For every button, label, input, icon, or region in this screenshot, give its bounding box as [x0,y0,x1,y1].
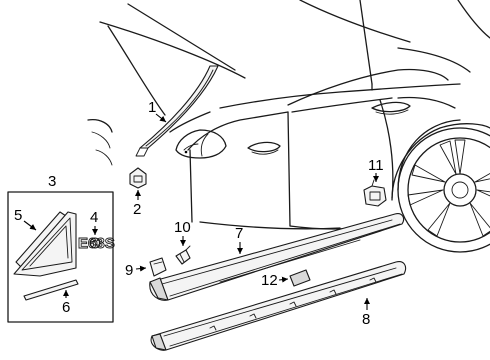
part-2-bracket [129,167,147,189]
vehicle-body-outline [87,0,490,230]
part-7-rocker-panel [149,213,405,301]
part-12-cap [289,269,311,287]
emblem-badge: E63S [78,235,115,252]
part-6-strip [23,279,79,301]
callout-10: 10 [174,219,191,236]
callout-5: 5 [14,207,22,224]
part-9-end-bracket [149,257,167,277]
part-8-rocker-lower [150,261,407,351]
callout-11: 11 [368,157,384,174]
leader-12 [278,276,289,283]
callout-4: 4 [90,209,98,226]
callout-8: 8 [362,311,370,328]
callout-9: 9 [125,262,133,279]
part-11-clip [363,179,387,207]
callout-6: 6 [62,299,70,316]
leader-1 [155,113,167,123]
leader-9 [135,265,147,272]
part-10-clip [175,245,191,265]
part-1-pillar-trim [135,65,219,157]
callout-7: 7 [235,225,243,242]
callout-12: 12 [261,272,278,289]
inset-group-3: E63S [7,191,115,323]
leader-5 [23,220,37,231]
part-4-clip [89,237,101,249]
callout-1: 1 [148,99,156,116]
rear-wheel [397,119,490,253]
callout-2: 2 [133,201,141,218]
callouts: 1 2 3 4 5 6 7 8 9 10 11 12 [14,99,384,328]
callout-3: 3 [48,173,56,190]
